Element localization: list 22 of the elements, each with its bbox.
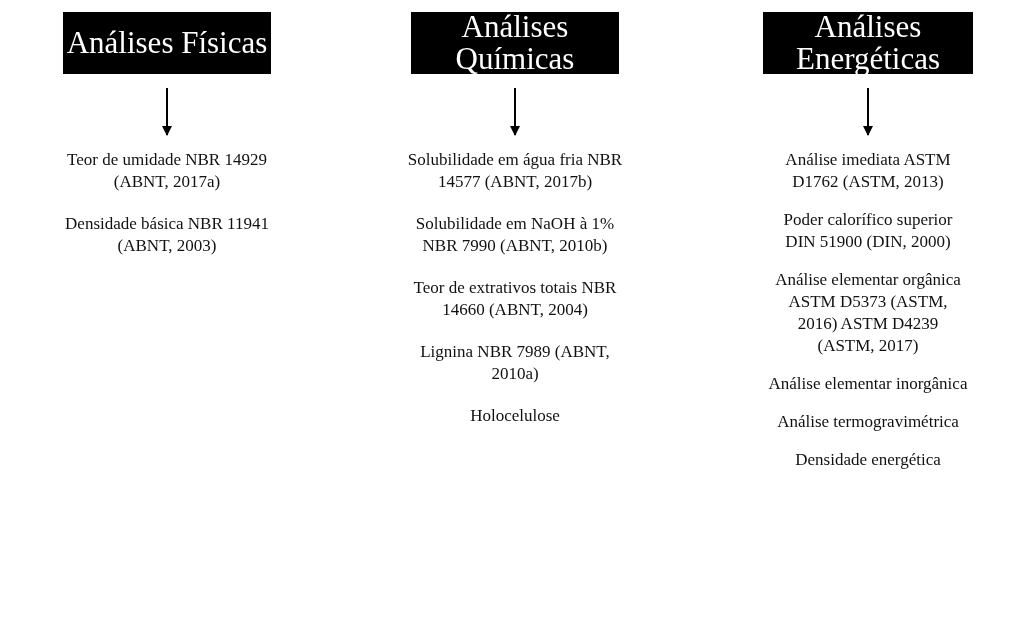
arrow [863, 87, 873, 136]
header-title: Análises Energéticas [795, 11, 941, 75]
arrow [510, 87, 520, 136]
analysis-item: Análise elementar orgânica ASTM D5373 (ASTM, 2016) ASTM D4239 (ASTM, 2017) [774, 269, 962, 357]
analysis-item: Solubilidade em NaOH à 1% NBR 7990 (ABNT, 2010b) [414, 213, 616, 257]
analysis-item: Lignina NBR 7989 (ABNT, 2010a) [419, 341, 611, 385]
arrow [162, 87, 172, 136]
analysis-item: Poder calorífico superior DIN 51900 (DIN, 2000) [782, 209, 954, 253]
header-box [763, 12, 973, 74]
analysis-item: Análise imediata ASTM D1762 (ASTM, 2013) [784, 149, 952, 193]
analysis-item: Solubilidade em água fria NBR 14577 (ABNT, 2017b) [406, 149, 624, 193]
header-box [63, 12, 271, 74]
analysis-item: Teor de extrativos totais NBR 14660 (ABNT, 2004) [412, 277, 618, 321]
analysis-item: Teor de umidade NBR 14929 (ABNT, 2017a) [66, 149, 268, 193]
analysis-item: Análise termogravimétrica [777, 411, 959, 433]
header-title: Análises Químicas [454, 11, 576, 75]
analysis-item: Holocelulose [470, 405, 560, 427]
header-title: Análises Físicas [66, 27, 268, 59]
header-box [411, 12, 619, 74]
analysis-item: Densidade energética [795, 449, 941, 471]
analysis-item: Densidade básica NBR 11941 (ABNT, 2003) [64, 213, 270, 257]
analysis-item: Análise elementar inorgânica [768, 373, 968, 395]
